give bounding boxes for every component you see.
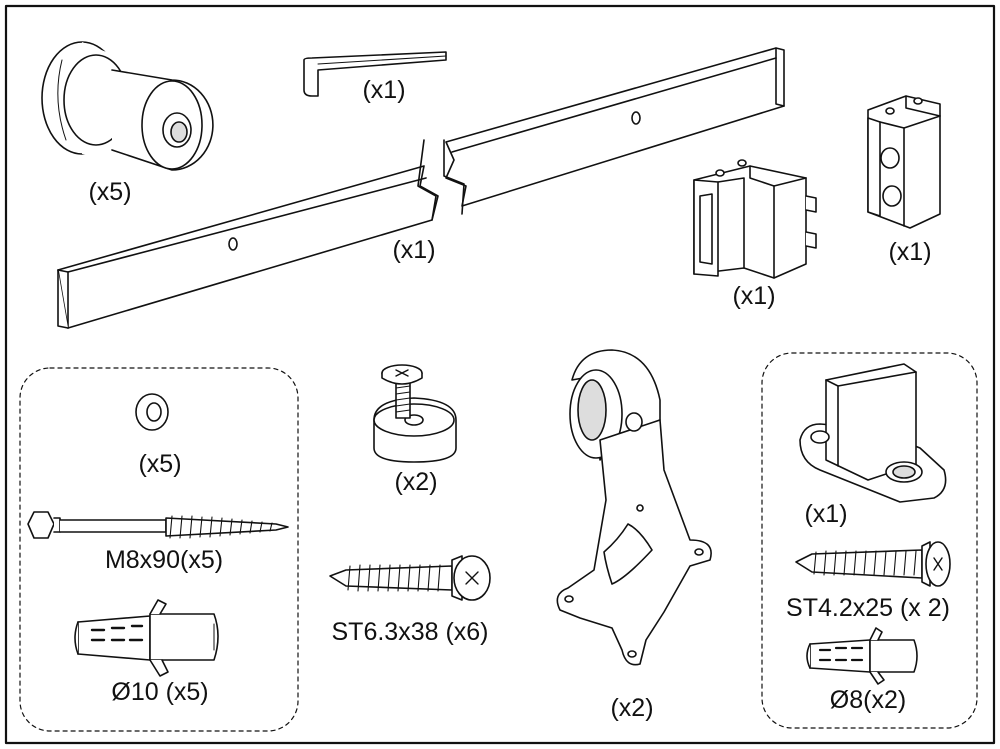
- rail: [57, 47, 785, 329]
- floor-guide-kit-box: [761, 352, 978, 729]
- anchor-10: [74, 599, 219, 677]
- screw-st4-2: [795, 541, 951, 587]
- hex-key: [303, 51, 447, 97]
- end-cap-qty: (x5): [88, 178, 132, 206]
- anchor-8-label: Ø8(x2): [829, 686, 907, 714]
- screw-st6-3-label: ST6.3x38 (x6): [331, 618, 489, 646]
- screw-st6-3: [329, 555, 491, 601]
- stop-left: [693, 159, 817, 279]
- hex-key-qty: (x1): [362, 76, 406, 104]
- screw-st4-2-label: ST4.2x25 (x 2): [786, 594, 950, 622]
- hanger: [556, 349, 712, 666]
- rail-qty: (x1): [392, 236, 436, 264]
- stop-right: [867, 95, 941, 229]
- wall-bolts-kit-box: [19, 367, 299, 732]
- floor-guide-qty: (x1): [804, 500, 848, 528]
- stop-right-qty: (x1): [888, 238, 932, 266]
- anchor-8: [806, 627, 918, 685]
- outer-frame: [4, 4, 996, 745]
- lag-bolt: [27, 511, 289, 539]
- washer: [135, 393, 169, 431]
- lag-bolt-label: M8x90(x5): [104, 546, 224, 574]
- hanger-qty: (x2): [610, 694, 654, 722]
- stop-left-qty: (x1): [732, 282, 776, 310]
- anchor-10-label: Ø10 (x5): [111, 678, 209, 706]
- screw-spacer-qty: (x2): [394, 468, 438, 496]
- end-cap: [41, 41, 214, 171]
- screw-spacer: [373, 364, 457, 463]
- washer-qty: (x5): [138, 450, 182, 478]
- floor-guide: [799, 363, 947, 503]
